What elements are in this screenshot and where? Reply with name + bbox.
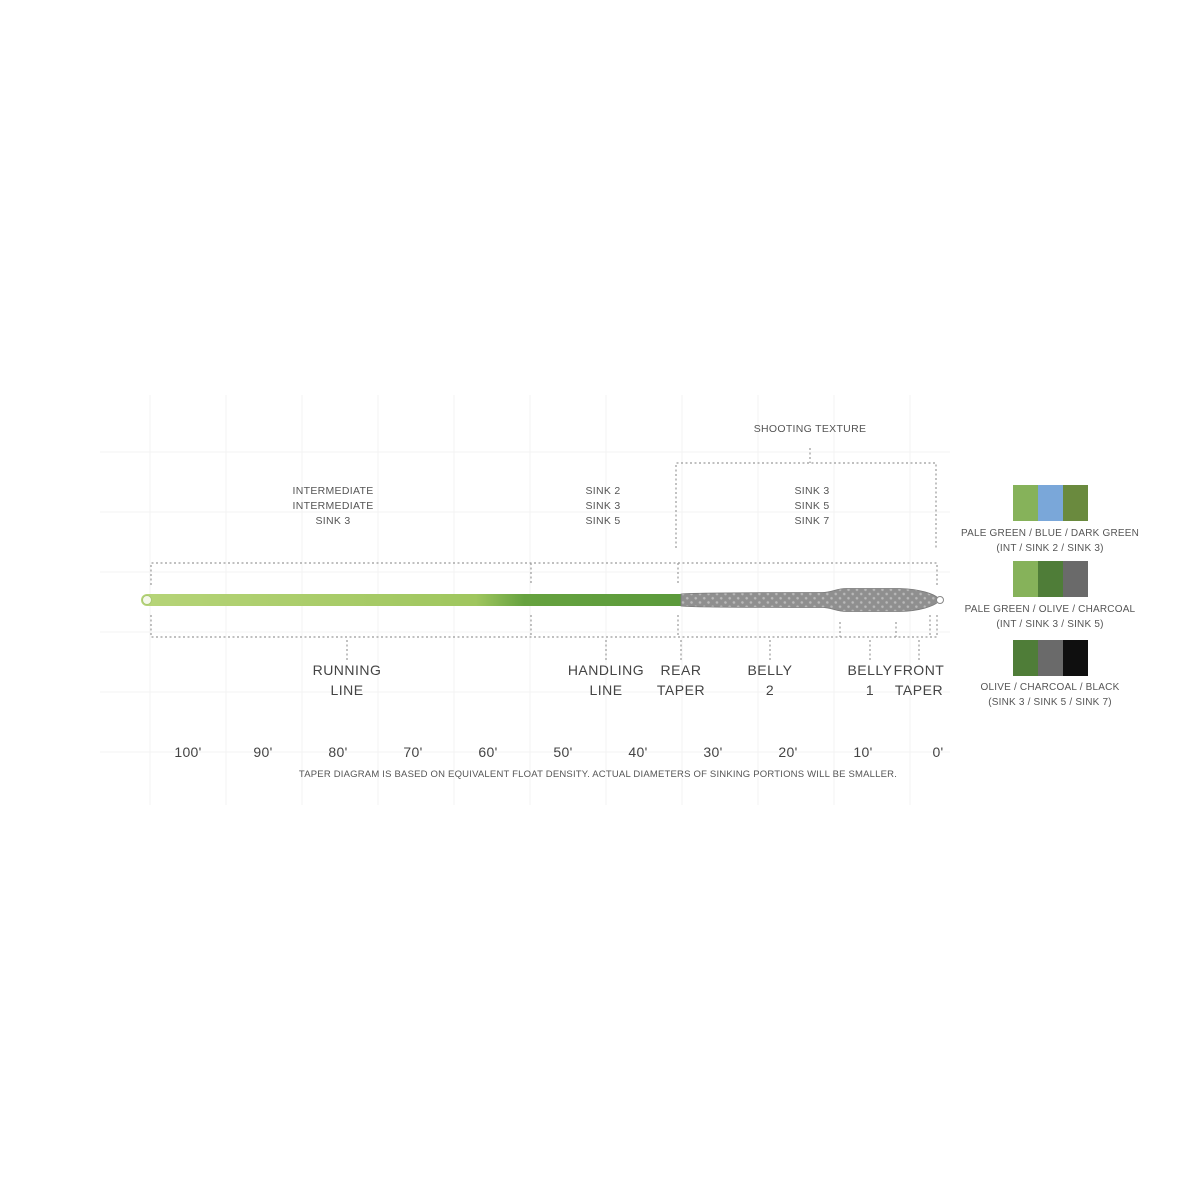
density-text: SINK 3: [585, 500, 621, 512]
density-text: SINK 3: [315, 515, 351, 527]
swatch-name: OLIVE / CHARCOAL / BLACK: [980, 682, 1120, 693]
density-text: SINK 7: [794, 515, 830, 527]
color-swatch-3: [1013, 640, 1088, 676]
head-density: SINK 3 SINK 5 SINK 7: [762, 484, 862, 529]
swatch-sinks: (SINK 3 / SINK 5 / SINK 7): [988, 697, 1112, 708]
running-line-label: RUNNING LINE: [287, 660, 407, 700]
swatch-charcoal: [1038, 640, 1063, 676]
swatch-blue: [1038, 485, 1063, 521]
section-label-line: LINE: [330, 682, 364, 698]
distance-100: 100': [174, 744, 202, 760]
swatch-2-caption: PALE GREEN / OLIVE / CHARCOAL (INT / SIN…: [955, 602, 1145, 632]
distance-50: 50': [553, 744, 573, 760]
section-label-line: HANDLING: [567, 662, 645, 678]
brackets: [150, 448, 938, 660]
running-line-segment: [141, 594, 681, 606]
distance-80: 80': [328, 744, 348, 760]
distance-10: 10': [853, 744, 873, 760]
swatch-sinks: (INT / SINK 3 / SINK 5): [996, 619, 1104, 630]
belly-2-label: BELLY 2: [735, 660, 805, 700]
section-label-line: TAPER: [894, 682, 944, 698]
front-loop-icon: [936, 596, 944, 604]
swatch-pale-green: [1013, 485, 1038, 521]
distance-40: 40': [628, 744, 648, 760]
fly-line: [141, 588, 944, 612]
distance-70: 70': [403, 744, 423, 760]
swatch-sinks: (INT / SINK 2 / SINK 3): [996, 543, 1104, 554]
section-label-line: RUNNING: [312, 662, 382, 678]
density-text: SINK 2: [585, 485, 621, 497]
swatch-charcoal: [1063, 561, 1088, 597]
distance-0: 0': [932, 744, 944, 760]
color-swatch-1: [1013, 485, 1088, 521]
color-swatch-2: [1013, 561, 1088, 597]
swatch-name: PALE GREEN / OLIVE / CHARCOAL: [964, 604, 1136, 615]
section-label-line: BELLY: [847, 662, 893, 678]
distance-20: 20': [778, 744, 798, 760]
handling-line-label: HANDLING LINE: [556, 660, 656, 700]
distance-60: 60': [478, 744, 498, 760]
swatch-dark-green: [1063, 485, 1088, 521]
section-label-line: BELLY: [747, 662, 793, 678]
swatch-3-caption: OLIVE / CHARCOAL / BLACK (SINK 3 / SINK …: [955, 680, 1145, 710]
density-text: INTERMEDIATE: [292, 485, 374, 497]
front-taper-label: FRONT TAPER: [884, 660, 954, 700]
section-label-line: 2: [765, 682, 775, 698]
density-text: INTERMEDIATE: [292, 500, 374, 512]
section-label-line: 1: [865, 682, 875, 698]
handling-line-density: SINK 2 SINK 3 SINK 5: [553, 484, 653, 529]
running-line-density: INTERMEDIATE INTERMEDIATE SINK 3: [268, 484, 398, 529]
swatch-black: [1063, 640, 1088, 676]
swatch-pale-green: [1013, 561, 1038, 597]
density-text: SINK 5: [585, 515, 621, 527]
swatch-olive: [1013, 640, 1038, 676]
swatch-name: PALE GREEN / BLUE / DARK GREEN: [960, 528, 1140, 539]
section-label-line: FRONT: [893, 662, 945, 678]
taper-note: TAPER DIAGRAM IS BASED ON EQUIVALENT FLO…: [298, 769, 898, 780]
shooting-texture-label: SHOOTING TEXTURE: [753, 423, 867, 435]
swatch-1-caption: PALE GREEN / BLUE / DARK GREEN (INT / SI…: [955, 526, 1145, 556]
density-text: SINK 3: [794, 485, 830, 497]
head-segment: [680, 588, 939, 612]
section-label-line: TAPER: [656, 682, 706, 698]
section-label-line: LINE: [589, 682, 623, 698]
density-text: SINK 5: [794, 500, 830, 512]
distance-30: 30': [703, 744, 723, 760]
swatch-olive: [1038, 561, 1063, 597]
rear-loop-icon: [142, 595, 152, 605]
section-label-line: REAR: [660, 662, 702, 678]
belly-1-label: BELLY 1: [835, 660, 905, 700]
distance-90: 90': [253, 744, 273, 760]
rear-taper-label: REAR TAPER: [646, 660, 716, 700]
